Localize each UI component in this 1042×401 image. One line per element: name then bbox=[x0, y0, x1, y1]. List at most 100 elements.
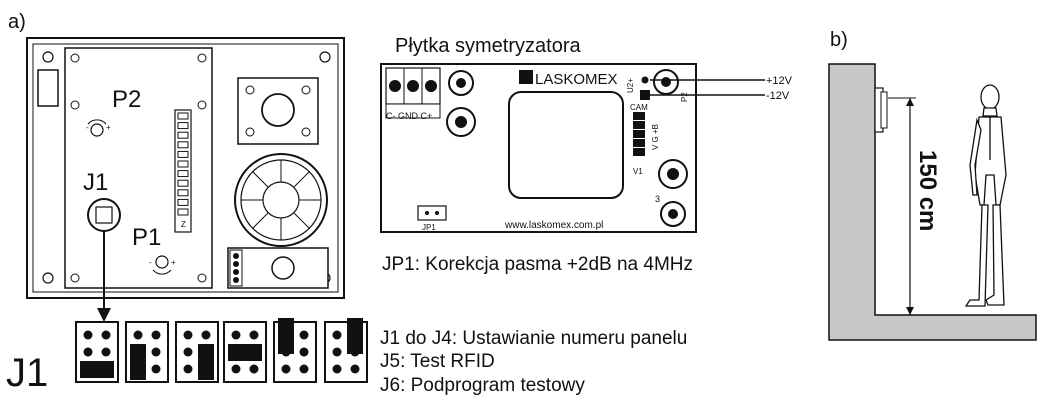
minus12-label: -12V bbox=[766, 90, 790, 102]
j1-big-label: J1 bbox=[6, 351, 48, 395]
jumper-setting-1 bbox=[75, 321, 119, 383]
jumper-cap bbox=[198, 344, 214, 380]
svg-text:+: + bbox=[171, 258, 176, 267]
panel-inner-edge bbox=[32, 43, 339, 293]
pcb-hole bbox=[197, 100, 207, 110]
jumper-pin bbox=[151, 364, 161, 374]
housing-screw bbox=[319, 51, 331, 63]
p2-label: P2 bbox=[112, 86, 141, 113]
p2-potentiometer-icon bbox=[90, 123, 104, 137]
jumper-pin bbox=[350, 364, 360, 374]
board-pad bbox=[633, 112, 645, 120]
pcb-hole bbox=[70, 100, 80, 110]
jumper-pin bbox=[281, 364, 291, 374]
connector-pin bbox=[177, 189, 189, 197]
jumper-cap bbox=[347, 318, 363, 354]
jumper-pin bbox=[83, 347, 93, 357]
jumper-setting-2 bbox=[125, 321, 169, 383]
p1-label: P1 bbox=[132, 224, 161, 251]
jumper-pin bbox=[133, 330, 143, 340]
housing-screw bbox=[42, 51, 54, 63]
transformer bbox=[508, 91, 624, 199]
terminal-strip bbox=[229, 249, 243, 287]
pcb-hole bbox=[197, 273, 207, 283]
p2-board-label: P2 bbox=[680, 92, 689, 102]
plus12-label: +12V bbox=[766, 75, 793, 87]
brand-name: LASKOMEX bbox=[535, 71, 618, 88]
module-knob bbox=[271, 256, 295, 280]
jumper-cap bbox=[80, 361, 114, 378]
button-corner bbox=[301, 127, 311, 137]
svg-text:+: + bbox=[106, 123, 111, 132]
jumper-cap bbox=[228, 344, 262, 361]
u2-label: U2+ bbox=[626, 78, 635, 93]
vg-label: V G +B bbox=[651, 124, 660, 150]
jumper-pin bbox=[183, 347, 193, 357]
jumper-pin bbox=[151, 347, 161, 357]
terminal-screw bbox=[425, 80, 437, 92]
pcb-hole bbox=[197, 53, 207, 63]
j1-jumper-block bbox=[95, 206, 113, 224]
pin-column bbox=[177, 112, 189, 216]
board-pad bbox=[633, 130, 645, 138]
connector-pin bbox=[177, 179, 189, 187]
svg-text:-: - bbox=[86, 123, 89, 132]
board-title: Płytka symetryzatora bbox=[395, 35, 581, 57]
connector-pin bbox=[177, 208, 189, 216]
board-pad bbox=[633, 139, 645, 147]
jumper-pin bbox=[151, 330, 161, 340]
jumper-setting-3 bbox=[175, 321, 219, 383]
jumper-pin bbox=[299, 364, 309, 374]
call-button-frame bbox=[237, 77, 319, 145]
jumper-setting-6 bbox=[324, 318, 368, 383]
jumper-pin bbox=[183, 364, 193, 374]
jumper-pin bbox=[249, 330, 259, 340]
website: www.laskomex.com.pl bbox=[504, 220, 603, 231]
jumper-cap bbox=[278, 318, 294, 354]
jumper-pin bbox=[231, 364, 241, 374]
jumper-pin bbox=[299, 330, 309, 340]
jumper-cap bbox=[130, 344, 146, 380]
connector-pin bbox=[177, 160, 189, 168]
button-corner bbox=[301, 85, 311, 95]
pin-labels: C- GND C+ bbox=[386, 111, 432, 121]
connector-pin bbox=[177, 170, 189, 178]
jp1-description: JP1: Korekcja pasma +2dB na 4MHz bbox=[382, 254, 693, 275]
jp1-board-label: JP1 bbox=[422, 223, 436, 232]
jumper-pin bbox=[332, 347, 342, 357]
terminal-screw bbox=[407, 80, 419, 92]
connector-pin bbox=[177, 198, 189, 206]
legend-j6: J6: Podprogram testowy bbox=[380, 375, 585, 396]
connector-pin bbox=[177, 112, 189, 120]
legend-j1-j4: J1 do J4: Ustawianie numeru panelu bbox=[380, 328, 687, 349]
rotate-arrow-icon bbox=[87, 119, 107, 125]
call-button bbox=[261, 93, 295, 127]
connector-pin bbox=[177, 150, 189, 158]
side-notch bbox=[37, 69, 59, 107]
jumper-settings bbox=[75, 318, 368, 383]
pcb-hole bbox=[70, 53, 80, 63]
jumper-pin bbox=[332, 330, 342, 340]
num3-label: 3 bbox=[655, 194, 660, 204]
jumper-pin bbox=[101, 347, 111, 357]
jumper-setting-5 bbox=[273, 318, 317, 383]
jumper-pin bbox=[201, 330, 211, 340]
connector-pin bbox=[177, 131, 189, 139]
jumper-pin bbox=[231, 330, 241, 340]
jumper-setting-4 bbox=[223, 321, 267, 383]
button-corner bbox=[245, 127, 255, 137]
housing-screw bbox=[42, 272, 54, 284]
j1-pointer-arrowhead bbox=[97, 308, 111, 322]
brand-logo-icon bbox=[519, 70, 533, 84]
cam-label: CAM bbox=[630, 103, 648, 112]
jumper-pin bbox=[249, 364, 259, 374]
v1-label: V1 bbox=[633, 167, 643, 176]
legend-j5: J5: Test RFID bbox=[380, 351, 495, 372]
speaker-icon bbox=[234, 153, 328, 247]
jumper-pin bbox=[101, 330, 111, 340]
svg-text:-: - bbox=[149, 258, 152, 267]
j1-label: J1 bbox=[83, 169, 108, 196]
height-label: 150 cm bbox=[914, 150, 941, 231]
jumper-pin bbox=[299, 347, 309, 357]
pcb-hole bbox=[70, 273, 80, 283]
